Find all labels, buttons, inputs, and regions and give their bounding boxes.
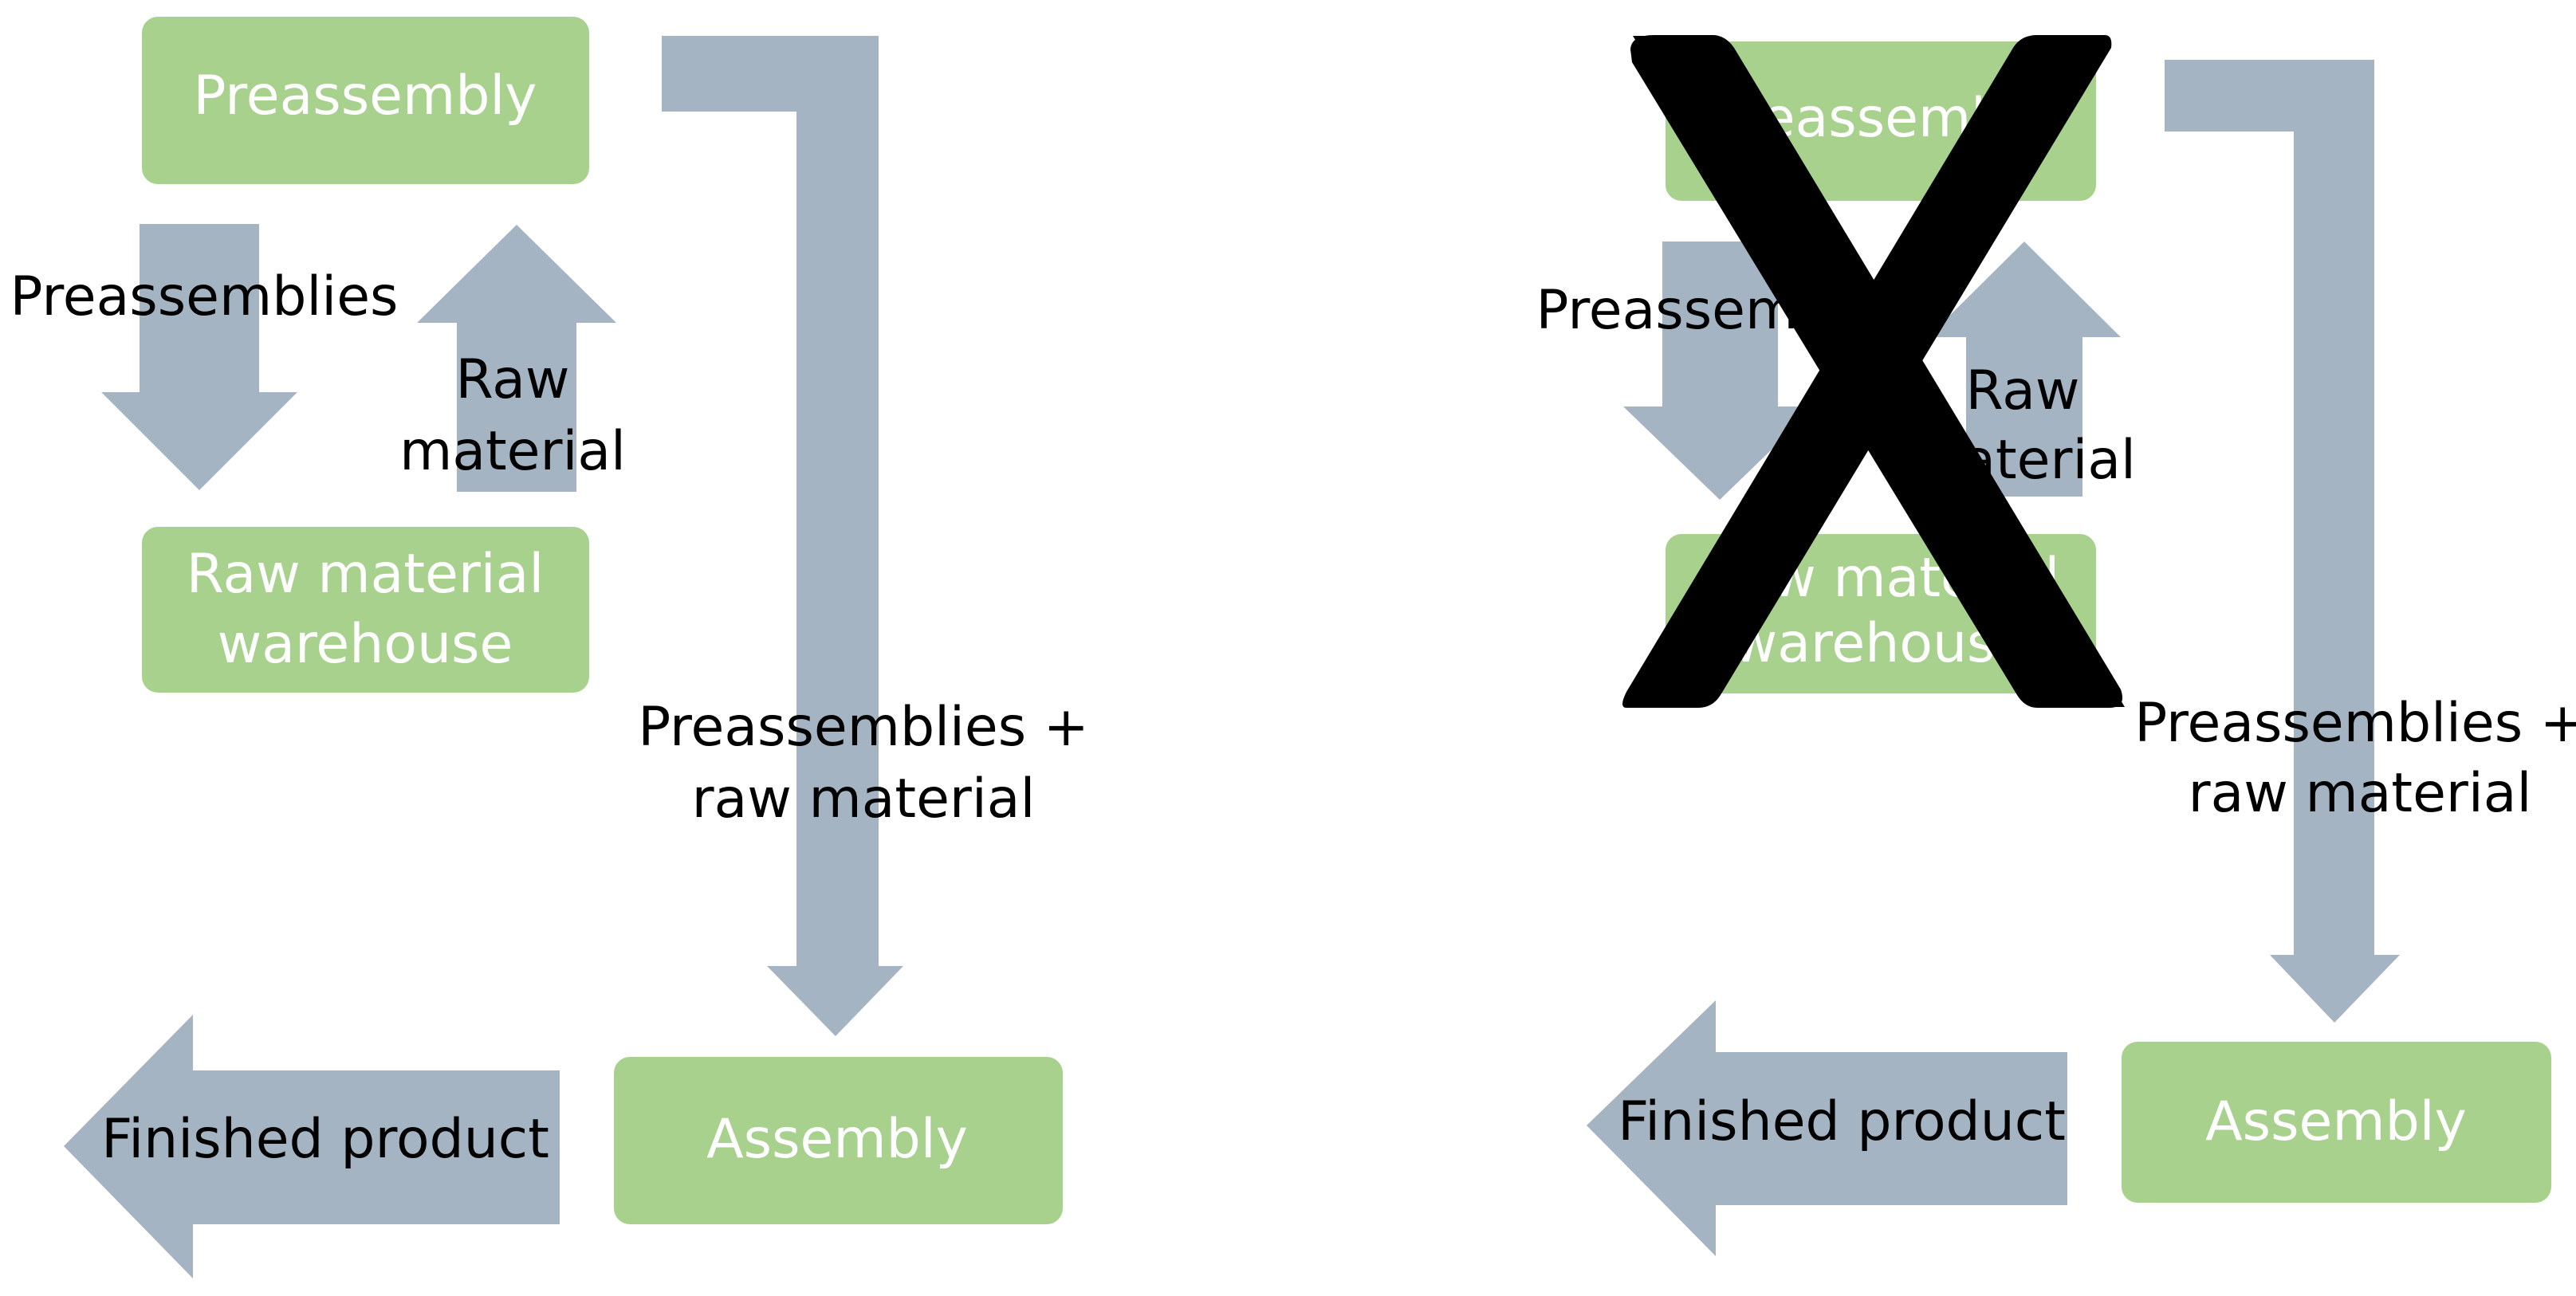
crossed-out-x-mark [1622, 35, 2125, 708]
right-assembly-box-label: Assembly [2205, 1090, 2467, 1153]
right-finished-product-label: Finished product [1618, 1090, 2066, 1153]
left-raw-material-label-line-1: Raw [455, 348, 569, 411]
right-finished-product-arrow [1587, 1000, 2067, 1256]
left-preassembly-box-label: Preassembly [193, 65, 537, 128]
left-combined-label-line-1: Preassemblies + [638, 696, 1089, 759]
left-preassemblies-label: Preassemblies [10, 265, 399, 328]
right-raw-material-up-arrow [1928, 242, 2121, 497]
left-assembly-box [614, 1057, 1063, 1224]
left-combined-label-line-2: raw material [692, 768, 1036, 831]
left-raw-material-warehouse-label-line-1: Raw material [187, 543, 544, 606]
left-preassemblies-down-arrow [101, 224, 297, 490]
left-raw-material-warehouse-label-line-2: warehouse [218, 613, 513, 676]
right-diagram: Preassembly Raw material warehouse Assem… [1536, 35, 2576, 1256]
left-combined-flow-arrow [662, 36, 903, 1036]
left-assembly-box-label: Assembly [706, 1108, 968, 1171]
left-finished-product-arrow [64, 1015, 560, 1278]
right-combined-label-line-2: raw material [2189, 762, 2532, 825]
right-assembly-box [2122, 1042, 2551, 1203]
left-raw-material-label-line-2: material [399, 420, 626, 483]
left-diagram: Preassembly Raw material warehouse Assem… [10, 17, 1089, 1278]
left-raw-material-warehouse-box [142, 527, 589, 693]
right-combined-flow-arrow [2165, 60, 2400, 1023]
left-preassembly-box [142, 17, 589, 184]
right-raw-material-label-line-1: Raw [1965, 359, 2079, 422]
x-mark-stroke-2 [1622, 35, 2112, 708]
right-combined-label-line-1: Preassemblies + [2134, 692, 2576, 755]
left-finished-product-label: Finished product [101, 1108, 549, 1171]
right-preassemblies-down-arrow [1623, 242, 1816, 500]
left-raw-material-up-arrow [417, 225, 616, 492]
